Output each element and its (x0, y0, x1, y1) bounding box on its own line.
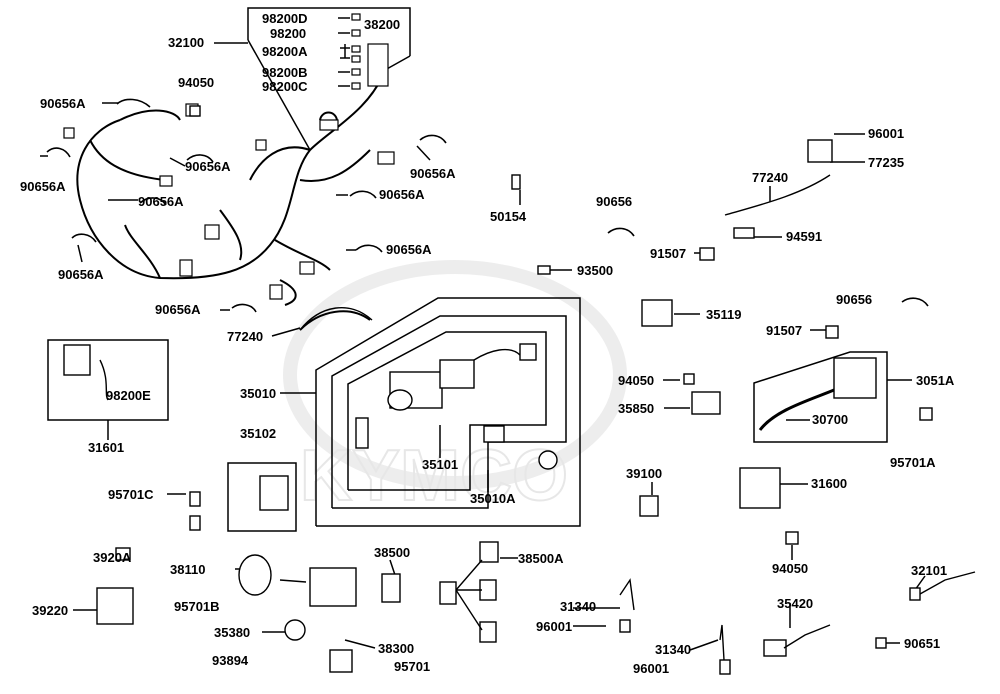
label-31600: 31600 (811, 476, 848, 491)
label-77240-left: 77240 (227, 329, 264, 344)
label-98200E: 98200E (106, 388, 151, 403)
label-31340-left: 31340 (560, 599, 597, 614)
label-90656A-8: 90656A (386, 242, 432, 257)
label-3920A: 3920A (93, 550, 132, 565)
label-38110: 38110 (170, 562, 206, 577)
label-90656A-1: 90656A (40, 96, 86, 111)
label-90651: 90651 (904, 636, 941, 651)
label-95701A: 95701A (890, 455, 936, 470)
label-94050-top: 94050 (178, 75, 215, 90)
label-31340-right: 31340 (655, 642, 692, 657)
label-90656-right: 90656 (836, 292, 873, 307)
label-35850: 35850 (618, 401, 655, 416)
ignition-set-outline-mid (331, 315, 567, 509)
label-50154: 50154 (490, 209, 527, 224)
harness-connectors (63, 103, 395, 300)
label-96001-right: 96001 (633, 661, 670, 676)
label-91507-mid: 91507 (650, 246, 687, 261)
label-90656A-4: 90656A (138, 194, 184, 209)
label-90656A-9: 90656A (410, 166, 456, 181)
label-77240-right: 77240 (752, 170, 789, 185)
label-35420: 35420 (777, 596, 814, 611)
svg-text:KYMCO: KYMCO (300, 436, 568, 516)
label-93894: 93894 (212, 653, 249, 668)
relay-box-leader-right (384, 55, 411, 71)
coil-box (753, 351, 888, 443)
label-39220: 39220 (32, 603, 69, 618)
label-96001-top: 96001 (868, 126, 905, 141)
label-95701B: 95701B (174, 599, 220, 614)
label-90656A-5: 90656A (58, 267, 104, 282)
label-38500A: 38500A (518, 551, 564, 566)
label-30700: 30700 (812, 412, 849, 427)
relay-parts (351, 13, 389, 90)
label-3051A: 3051A (916, 373, 955, 388)
cable-ties (46, 98, 929, 313)
label-32101: 32101 (911, 563, 948, 578)
brand-watermark-logo: KYMCO (283, 260, 627, 517)
label-93500: 93500 (577, 263, 614, 278)
label-90656A-7: 90656A (379, 187, 425, 202)
label-91507-right: 91507 (766, 323, 803, 338)
label-38300: 38300 (378, 641, 415, 656)
main-wire-harness (76, 69, 386, 331)
label-98200: 98200 (270, 26, 307, 41)
label-98200A: 98200A (262, 44, 308, 59)
label-90656A-6: 90656A (155, 302, 201, 317)
label-94591: 94591 (786, 229, 823, 244)
label-98200C: 98200C (262, 79, 308, 94)
label-35010A: 35010A (470, 491, 516, 506)
label-98200D: 98200D (262, 11, 308, 26)
label-96001-left: 96001 (536, 619, 573, 634)
relay-box-leader (247, 39, 311, 151)
label-38200: 38200 (364, 17, 401, 32)
label-32100: 32100 (168, 35, 205, 50)
label-94050-mid: 94050 (618, 373, 655, 388)
misc-parts (63, 105, 933, 675)
label-38500: 38500 (374, 545, 411, 560)
label-39100: 39100 (626, 466, 663, 481)
ignition-set-outline-outer (315, 297, 581, 527)
label-90656A-3: 90656A (185, 159, 231, 174)
label-35119: 35119 (706, 307, 742, 322)
label-35102: 35102 (240, 426, 277, 441)
ignition-parts (355, 343, 558, 470)
label-95701: 95701 (394, 659, 431, 674)
label-95701C: 95701C (108, 487, 154, 502)
misc-wires (99, 174, 976, 661)
label-94050-bottom: 94050 (772, 561, 809, 576)
label-90656-mid: 90656 (596, 194, 633, 209)
label-31601: 31601 (88, 440, 125, 455)
label-35010: 35010 (240, 386, 277, 401)
ignition-set-outline-inner (347, 331, 547, 491)
label-35101: 35101 (422, 457, 459, 472)
label-77235: 77235 (868, 155, 905, 170)
label-98200B: 98200B (262, 65, 308, 80)
label-90656A-2: 90656A (20, 179, 66, 194)
relay-box-outline (247, 7, 411, 56)
switch-box (227, 462, 297, 532)
label-35380: 35380 (214, 625, 251, 640)
